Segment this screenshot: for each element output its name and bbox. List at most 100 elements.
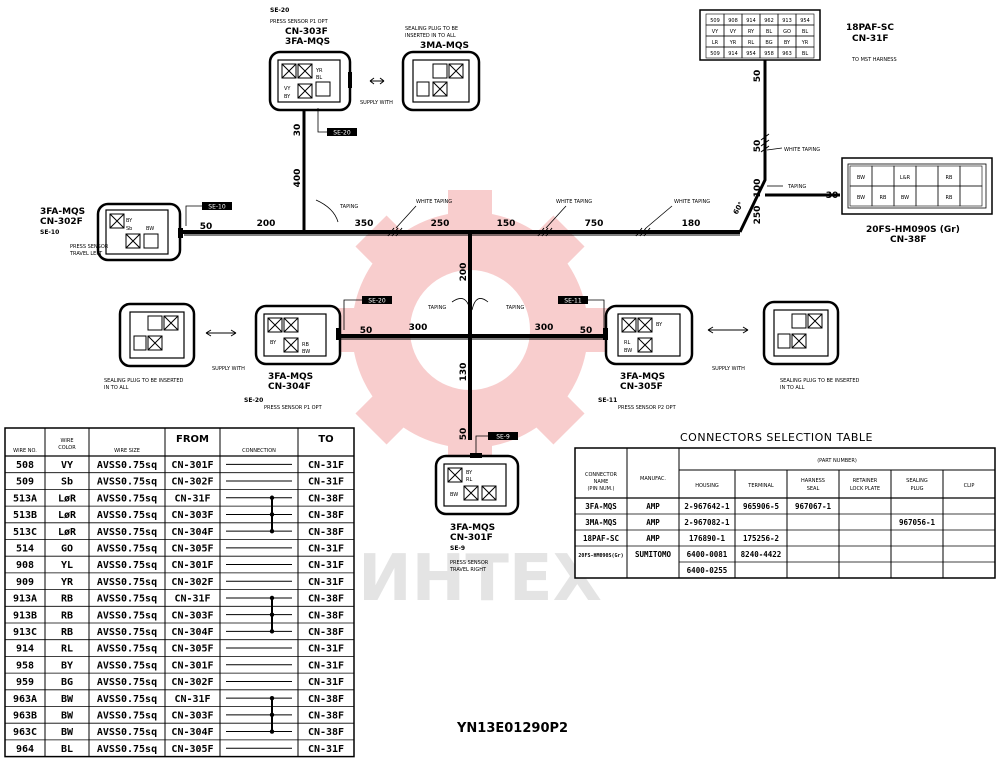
- wire-table-cell: AVSS0.75sq: [97, 527, 157, 538]
- connector-type: 3FA-MQS: [285, 37, 330, 47]
- dim-label: 100: [753, 179, 763, 198]
- dim-label: 50: [360, 326, 373, 336]
- watermark-text: ИНТЕХ: [358, 542, 602, 616]
- wire-table-cell: 914: [16, 644, 34, 655]
- wire-table-cell: 514: [16, 544, 34, 555]
- selection-cell: 176890-1: [689, 534, 726, 543]
- selection-header: (PART NUMBER): [817, 458, 857, 464]
- wire-table-cell: RB: [61, 627, 73, 638]
- pin-label: BY: [270, 340, 277, 346]
- wire-table-cell: Sb: [61, 477, 73, 488]
- pin-label: 509: [710, 18, 720, 24]
- wire-table-cell: YL: [61, 560, 73, 571]
- selection-table-title: CONNECTORS SELECTION TABLE: [680, 431, 873, 444]
- wire-table-cell: 508: [16, 460, 34, 471]
- dim-label: 750: [585, 219, 604, 229]
- connector-name: CN-304F: [268, 382, 311, 392]
- connector-note: PRESS SENSOR P2 OPT: [618, 405, 677, 411]
- wire-table-cell: BW: [61, 711, 74, 722]
- pin-label: BL: [316, 75, 322, 81]
- wire-table-cell: CN-31F: [174, 493, 210, 504]
- wire-table-cell: 913C: [13, 627, 37, 638]
- connector-cn305f: BY RL BW: [603, 304, 694, 366]
- pin-label: RB: [946, 195, 953, 201]
- taping-label: TAPING: [339, 204, 358, 210]
- pin-label: LR: [712, 40, 719, 46]
- selection-header: MANUFAC.: [640, 476, 666, 482]
- wire-table-cell: BY: [61, 660, 73, 671]
- wire-table-cell: CN-303F: [171, 510, 213, 521]
- mate-arrow: [707, 326, 749, 334]
- wire-table-cell: 513A: [13, 493, 37, 504]
- pin-label: VY: [730, 29, 737, 35]
- pin-label: RL: [466, 477, 472, 483]
- pin-label: YR: [801, 40, 809, 46]
- selection-cell: SUMITOMO: [635, 550, 672, 559]
- pin-label: RB: [946, 175, 953, 181]
- wire-table-cell: 963A: [13, 694, 37, 705]
- wire-table-cell: AVSS0.75sq: [97, 727, 157, 738]
- dim-label: 50: [459, 428, 469, 441]
- wire-table-cell: AVSS0.75sq: [97, 660, 157, 671]
- wire-table-cell: CN-303F: [171, 610, 213, 621]
- wire-table-cell: RL: [61, 644, 73, 655]
- connector-tag: SE-10: [40, 229, 59, 236]
- splice-dot: [269, 595, 275, 601]
- wire-table-cell: CN-31F: [308, 477, 344, 488]
- flag-cn301f: SE-9: [475, 432, 518, 454]
- dim-label: 300: [409, 323, 428, 333]
- pin-label: BY: [284, 94, 291, 100]
- pin-label: 958: [764, 51, 774, 57]
- connector-name: CN-31F: [852, 34, 889, 44]
- selection-cell: 967067-1: [795, 502, 832, 511]
- wire-table-cell: CN-301F: [171, 660, 213, 671]
- pin-label: BL: [766, 29, 772, 35]
- drawing-number: YN13E01290P2: [456, 721, 568, 736]
- connector-type: 3FA-MQS: [268, 372, 313, 382]
- splice-dot: [269, 695, 275, 701]
- wire-table-cell: CN-38F: [308, 727, 344, 738]
- taping-labels: TAPING WHITE TAPING WHITE TAPING WHITE T…: [339, 147, 820, 311]
- taping-label: WHITE TAPING: [784, 147, 820, 153]
- connector-note: PRESS SENSOR P1 OPT: [264, 405, 323, 411]
- flag-cn304f: SE-20: [343, 296, 392, 330]
- wire-table-cell: AVSS0.75sq: [97, 677, 157, 688]
- selection-cell: 6400-0255: [687, 566, 728, 575]
- wire-table-cell: AVSS0.75sq: [97, 493, 157, 504]
- flag-cn303f: SE-20: [317, 108, 357, 137]
- selection-cell: 6400-0081: [687, 550, 728, 559]
- plug-note: SEALING PLUG TO BE INSERTED: [780, 378, 860, 384]
- selection-cell: 967056-1: [899, 518, 936, 527]
- wire-table-cell: AVSS0.75sq: [97, 694, 157, 705]
- taping-leaders: [315, 147, 783, 311]
- wire-table-cell: CN-302F: [171, 577, 213, 588]
- splice-dot: [269, 629, 275, 634]
- wire-table-cell: CN-38F: [308, 594, 344, 605]
- selection-cell: 2-967642-1: [684, 502, 730, 511]
- selection-subheader: LOCK PLATE: [850, 486, 880, 492]
- selection-header: (PIN NUM.): [587, 486, 614, 492]
- wire-table-cell: CN-31F: [308, 460, 344, 471]
- selection-cell: AMP: [646, 502, 660, 511]
- splice-dot: [269, 528, 275, 534]
- selection-header: NAME: [594, 479, 609, 485]
- pin-label: VY: [712, 29, 719, 35]
- connector-note: PRESS SENSOR P1 OPT: [270, 19, 329, 25]
- pin-label: 509: [710, 51, 720, 57]
- wire-table-cell: CN-38F: [308, 627, 344, 638]
- wire-table-cell: 513B: [13, 510, 37, 521]
- wire-table-cell: VY: [61, 460, 73, 471]
- selection-cell: 18PAF-SC: [583, 534, 619, 543]
- wire-table-cell: CN-31F: [308, 560, 344, 571]
- svg-text:SE-9: SE-9: [496, 434, 510, 441]
- pin-label: L&R: [900, 175, 911, 181]
- wire-table-cell: CN-31F: [308, 744, 344, 755]
- wire-table-cell: 913A: [13, 594, 37, 605]
- taping-label: WHITE TAPING: [416, 199, 452, 205]
- watermark: ИНТЕХ: [330, 190, 610, 616]
- wire-table-cell: CN-38F: [308, 493, 344, 504]
